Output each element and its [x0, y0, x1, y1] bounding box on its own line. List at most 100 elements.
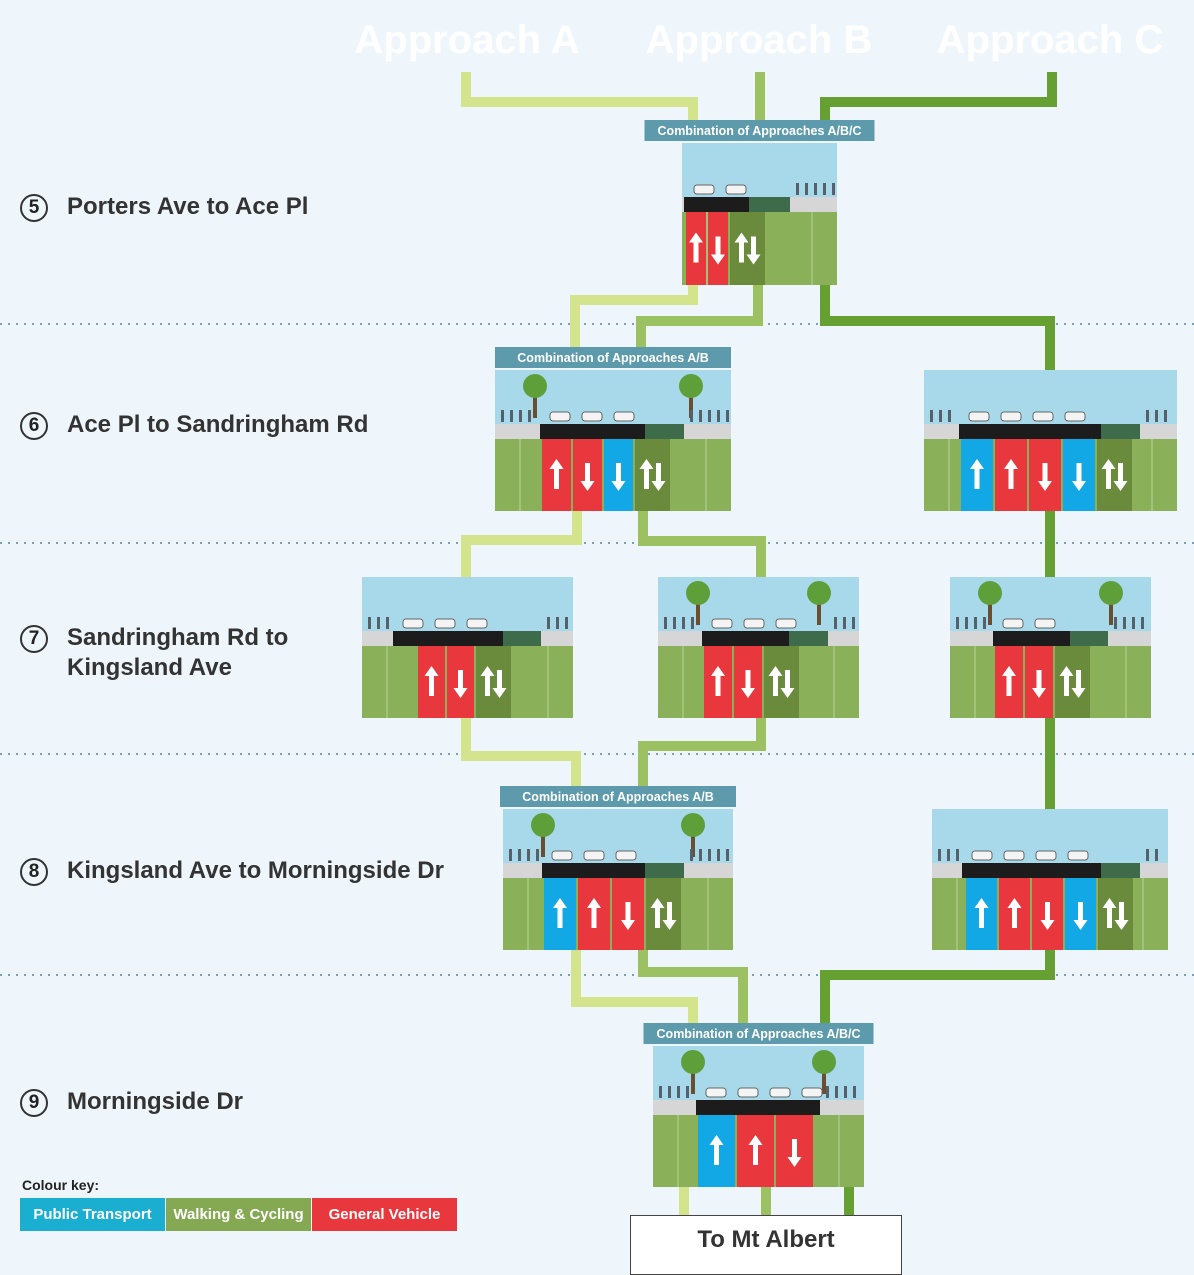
- pedestrian-icon: [501, 410, 504, 422]
- tree-icon: [807, 581, 831, 605]
- arrow-down-icon: [1072, 463, 1086, 491]
- pedestrian-icon: [939, 410, 942, 422]
- car-icon: [693, 184, 715, 195]
- tree-trunk: [696, 595, 700, 625]
- pedestrian-icon: [682, 617, 685, 629]
- arrow-up-icon: [587, 898, 601, 928]
- tree-icon: [978, 581, 1002, 605]
- arrow-down-icon: [492, 670, 507, 698]
- cross-section-s6-ab: Combination of Approaches A/B: [495, 347, 731, 511]
- pedestrian-icon: [1132, 617, 1135, 629]
- tree-trunk: [689, 388, 693, 418]
- pedestrian-icon: [853, 1086, 856, 1098]
- car-icon: [615, 850, 637, 861]
- car-icon: [1002, 618, 1024, 629]
- car-icon: [725, 184, 747, 195]
- arrow-down-icon: [1113, 463, 1128, 491]
- section-number: 8: [20, 858, 48, 886]
- pedestrian-icon: [519, 410, 522, 422]
- arrow-down-icon: [1071, 670, 1086, 698]
- pedestrian-icon: [686, 1086, 689, 1098]
- combination-label: Combination of Approaches A/B: [517, 351, 708, 365]
- pedestrian-icon: [983, 617, 986, 629]
- car-icon: [769, 1087, 791, 1098]
- car-icon: [971, 850, 993, 861]
- arrow-up-icon: [711, 666, 725, 696]
- pedestrian-icon: [1146, 849, 1149, 861]
- pedestrian-icon: [835, 1086, 838, 1098]
- cross-section-s8-c: [932, 809, 1168, 950]
- approach-c-header: Approach C: [936, 17, 1164, 62]
- pedestrian-icon: [691, 617, 694, 629]
- car-icon: [1034, 618, 1056, 629]
- tree-icon: [523, 374, 547, 398]
- cycle-lane: [1097, 439, 1132, 511]
- section-label: Sandringham Rd to Kingsland Ave: [67, 624, 289, 681]
- pedestrian-icon: [1164, 410, 1167, 422]
- car-icon: [968, 411, 990, 422]
- roadway-band: [993, 631, 1070, 646]
- tree-trunk: [817, 595, 821, 625]
- pedestrian-icon: [510, 410, 513, 422]
- section-5: 5 Porters Ave to Ace Pl: [20, 192, 308, 222]
- combination-label: Combination of Approaches A/B/C: [657, 1027, 861, 1041]
- section-number: 6: [20, 412, 48, 440]
- car-icon: [402, 618, 424, 629]
- car-icon: [775, 618, 797, 629]
- arrow-up-icon: [1004, 459, 1018, 489]
- section-label: Ace Pl to Sandringham Rd: [67, 411, 369, 438]
- arrow-down-icon: [780, 670, 795, 698]
- roadway-band: [962, 863, 1101, 878]
- car-icon: [466, 618, 488, 629]
- car-icon: [743, 618, 765, 629]
- arrow-down-icon: [787, 1139, 802, 1167]
- cycle-lane: [764, 646, 799, 718]
- section-label: Morningside Dr: [67, 1088, 244, 1115]
- pedestrian-icon: [386, 617, 389, 629]
- car-icon: [737, 1087, 759, 1098]
- arrow-down-icon: [1040, 902, 1055, 930]
- cycleway-band: [645, 863, 684, 878]
- pedestrian-icon: [796, 183, 799, 195]
- pedestrian-icon: [844, 1086, 847, 1098]
- arrow-up-icon: [1101, 459, 1116, 489]
- car-icon: [549, 411, 571, 422]
- car-icon: [581, 411, 603, 422]
- pedestrian-icon: [708, 849, 711, 861]
- pedestrian-icon: [930, 410, 933, 422]
- arrow-down-icon: [580, 463, 595, 491]
- pedestrian-icon: [690, 410, 693, 422]
- car-icon: [613, 411, 635, 422]
- pedestrian-icon: [699, 849, 702, 861]
- pedestrian-icon: [528, 410, 531, 422]
- approach-a-path: [461, 510, 582, 578]
- arrow-up-icon: [553, 898, 567, 928]
- cross-section-s7-b: [658, 577, 859, 718]
- combination-label: Combination of Approaches A/B: [522, 790, 713, 804]
- tree-trunk: [541, 827, 545, 857]
- pedestrian-icon: [527, 849, 530, 861]
- cycle-lane: [646, 878, 681, 950]
- roadway-band: [696, 1100, 820, 1115]
- arrow-down-icon: [621, 902, 635, 930]
- key-public-transport: Public Transport: [20, 1198, 165, 1231]
- section-label: Kingsland Ave to Morningside Dr: [67, 857, 444, 884]
- arrow-up-icon: [974, 898, 989, 928]
- arrow-up-icon: [1102, 898, 1117, 928]
- pedestrian-icon: [717, 410, 720, 422]
- pedestrian-icon: [947, 849, 950, 861]
- cross-section-s7-c: [950, 577, 1151, 718]
- pedestrian-icon: [956, 617, 959, 629]
- pedestrian-icon: [726, 849, 729, 861]
- pedestrian-icon: [518, 849, 521, 861]
- pedestrian-icon: [948, 410, 951, 422]
- cross-section-s5: Combination of Approaches A/B/C: [644, 120, 875, 285]
- pedestrian-icon: [1155, 849, 1158, 861]
- section-label: Porters Ave to Ace Pl: [67, 193, 309, 220]
- pedestrian-icon: [974, 617, 977, 629]
- colour-key-title: Colour key:: [22, 1177, 100, 1193]
- arrow-up-icon: [709, 1135, 724, 1165]
- arrow-up-icon: [1002, 666, 1016, 696]
- arrow-down-icon: [611, 463, 626, 491]
- car-icon: [1067, 850, 1089, 861]
